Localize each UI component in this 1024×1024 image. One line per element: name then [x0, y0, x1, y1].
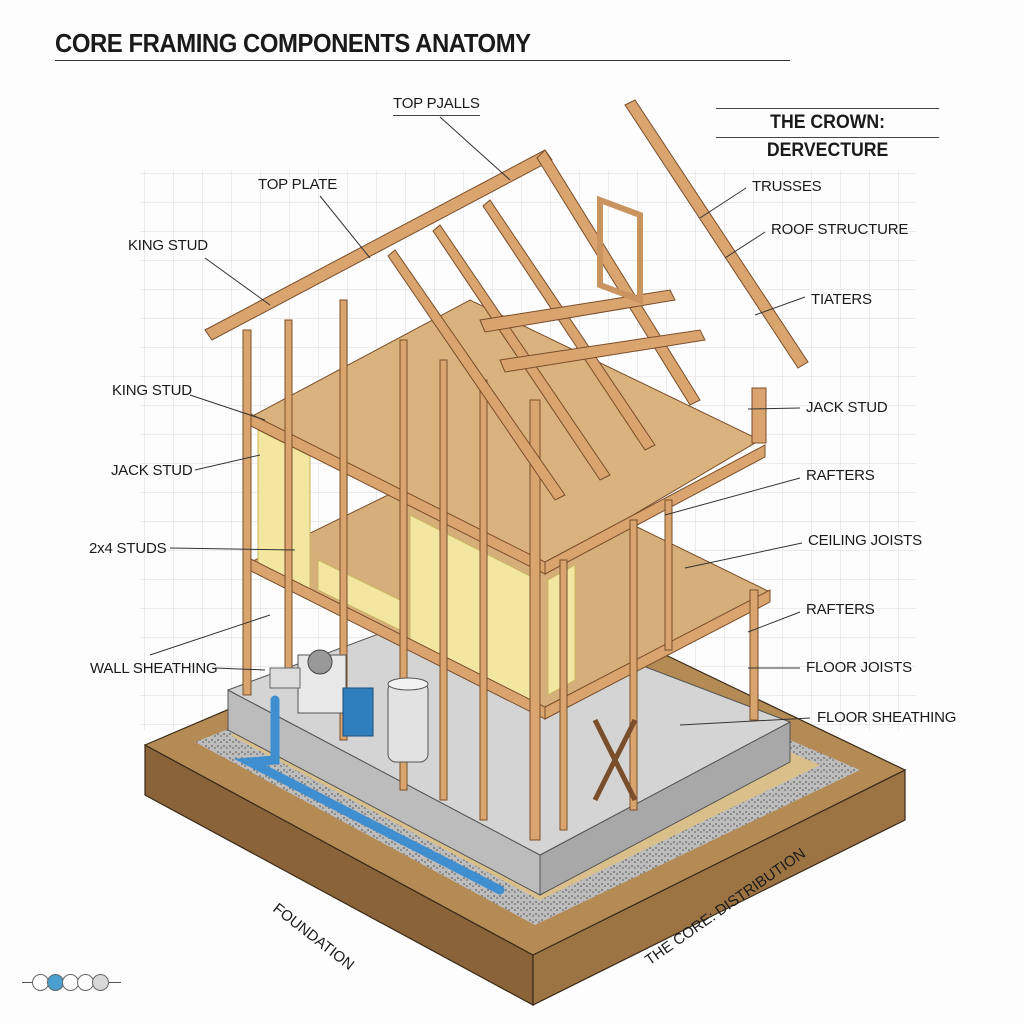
- label-king-stud-upper: KING STUD: [128, 237, 208, 254]
- label-floor-joists: FLOOR JOISTS: [806, 659, 912, 676]
- electrical-panel: [342, 687, 374, 737]
- label-rafters-upper: RAFTERS: [806, 467, 875, 484]
- label-trusses: TRUSSES: [752, 178, 822, 195]
- water-heater: [387, 677, 429, 763]
- wall-framing: [242, 299, 771, 841]
- label-king-stud-lower: KING STUD: [112, 382, 192, 399]
- page-title: CORE FRAMING COMPONENTS ANATOMY: [55, 28, 531, 58]
- pager-plus-icon: [109, 981, 121, 984]
- hvac-unit: [269, 649, 347, 714]
- label-floor-sheathing: FLOOR SHEATHING: [817, 709, 957, 726]
- pagination-indicator: [22, 974, 121, 991]
- label-jack-stud-left: JACK STUD: [111, 462, 193, 479]
- concrete-slab: [226, 599, 792, 896]
- label-2x4-studs: 2x4 STUDS: [89, 540, 167, 557]
- label-roof-structure: ROOF STRUCTURE: [771, 221, 909, 238]
- pager-line-left: [22, 981, 34, 984]
- label-tiaters: TIATERS: [811, 291, 872, 308]
- label-top-plate: TOP PLATE: [258, 176, 338, 193]
- roof-framing: [204, 99, 809, 501]
- label-wall-sheathing: WALL SHEATHING: [90, 660, 218, 677]
- leader-lines: [149, 116, 811, 726]
- pager-dot-5[interactable]: [92, 974, 109, 991]
- label-top-pjalls: TOP PJALLS: [393, 96, 480, 116]
- water-pipe: [233, 695, 505, 895]
- title-divider: [55, 60, 790, 61]
- section-heading: THE CROWN: DERVECTURE: [716, 108, 940, 161]
- label-rafters-lower: RAFTERS: [806, 601, 875, 618]
- label-ceiling-joists: CEILING JOISTS: [808, 532, 922, 549]
- label-jack-stud-right: JACK STUD: [806, 399, 888, 416]
